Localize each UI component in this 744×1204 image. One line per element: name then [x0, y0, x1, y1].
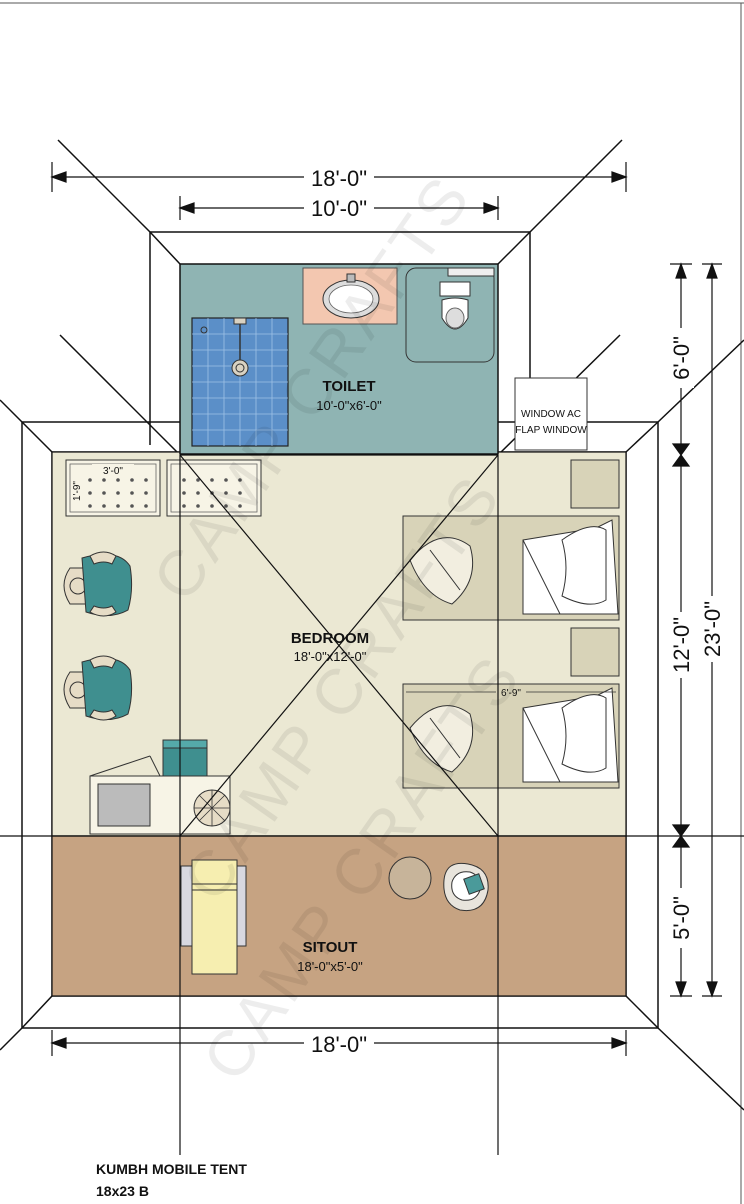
- dim-bottom-overall: 18'-0": [311, 1032, 367, 1057]
- bed-length-label: 6'-9": [501, 688, 521, 699]
- bed-2: 6'-9": [402, 627, 620, 789]
- roof-guide-lines: [0, 454, 744, 1155]
- bed-1: [402, 459, 620, 621]
- window-ac-box: WINDOW AC FLAP WINDOW: [514, 377, 588, 451]
- footer-subtitle: 18x23 B: [96, 1183, 149, 1199]
- sun-lounger: [180, 859, 247, 975]
- armchair-1: [63, 551, 133, 617]
- flap-window-label: FLAP WINDOW: [515, 425, 587, 436]
- dim-top-overall: 18'-0": [311, 166, 367, 191]
- dim-right-bedroom: 12'-0": [669, 617, 694, 673]
- dim-top-toilet: 10'-0": [311, 196, 367, 221]
- luggage-width-label: 3'-0": [103, 466, 123, 477]
- bedroom-title: BEDROOM: [291, 630, 369, 647]
- toilet-wc: [405, 267, 495, 363]
- dim-right-sitout: 5'-0": [669, 896, 694, 940]
- window-ac-label: WINDOW AC: [521, 409, 581, 420]
- lounge-chair: [443, 862, 489, 912]
- luggage-rack-right: [166, 459, 262, 517]
- plan-footer: KUMBH MOBILE TENT 18x23 B: [96, 1158, 247, 1202]
- luggage-rack-left: 3'-0" 1'-9": [65, 459, 161, 517]
- shower-tray: [191, 317, 289, 447]
- dim-right-total: 23'-0": [700, 601, 725, 657]
- armchair-2: [63, 655, 133, 721]
- dim-right-toilet: 6'-0": [669, 336, 694, 380]
- toilet-title: TOILET: [322, 378, 375, 395]
- sitout-size: 18'-0"x5'-0": [297, 959, 363, 974]
- toilet-size: 10'-0"x6'-0": [316, 398, 382, 413]
- sitout-area: [51, 835, 627, 997]
- side-table: [388, 856, 432, 900]
- writing-desk: [89, 739, 231, 835]
- sitout-title: SITOUT: [303, 939, 358, 956]
- bedroom-size: 18'-0"x12'-0": [294, 649, 367, 664]
- washbasin: [302, 267, 398, 325]
- luggage-depth-label: 1'-9": [72, 481, 83, 501]
- footer-title: KUMBH MOBILE TENT: [96, 1161, 247, 1177]
